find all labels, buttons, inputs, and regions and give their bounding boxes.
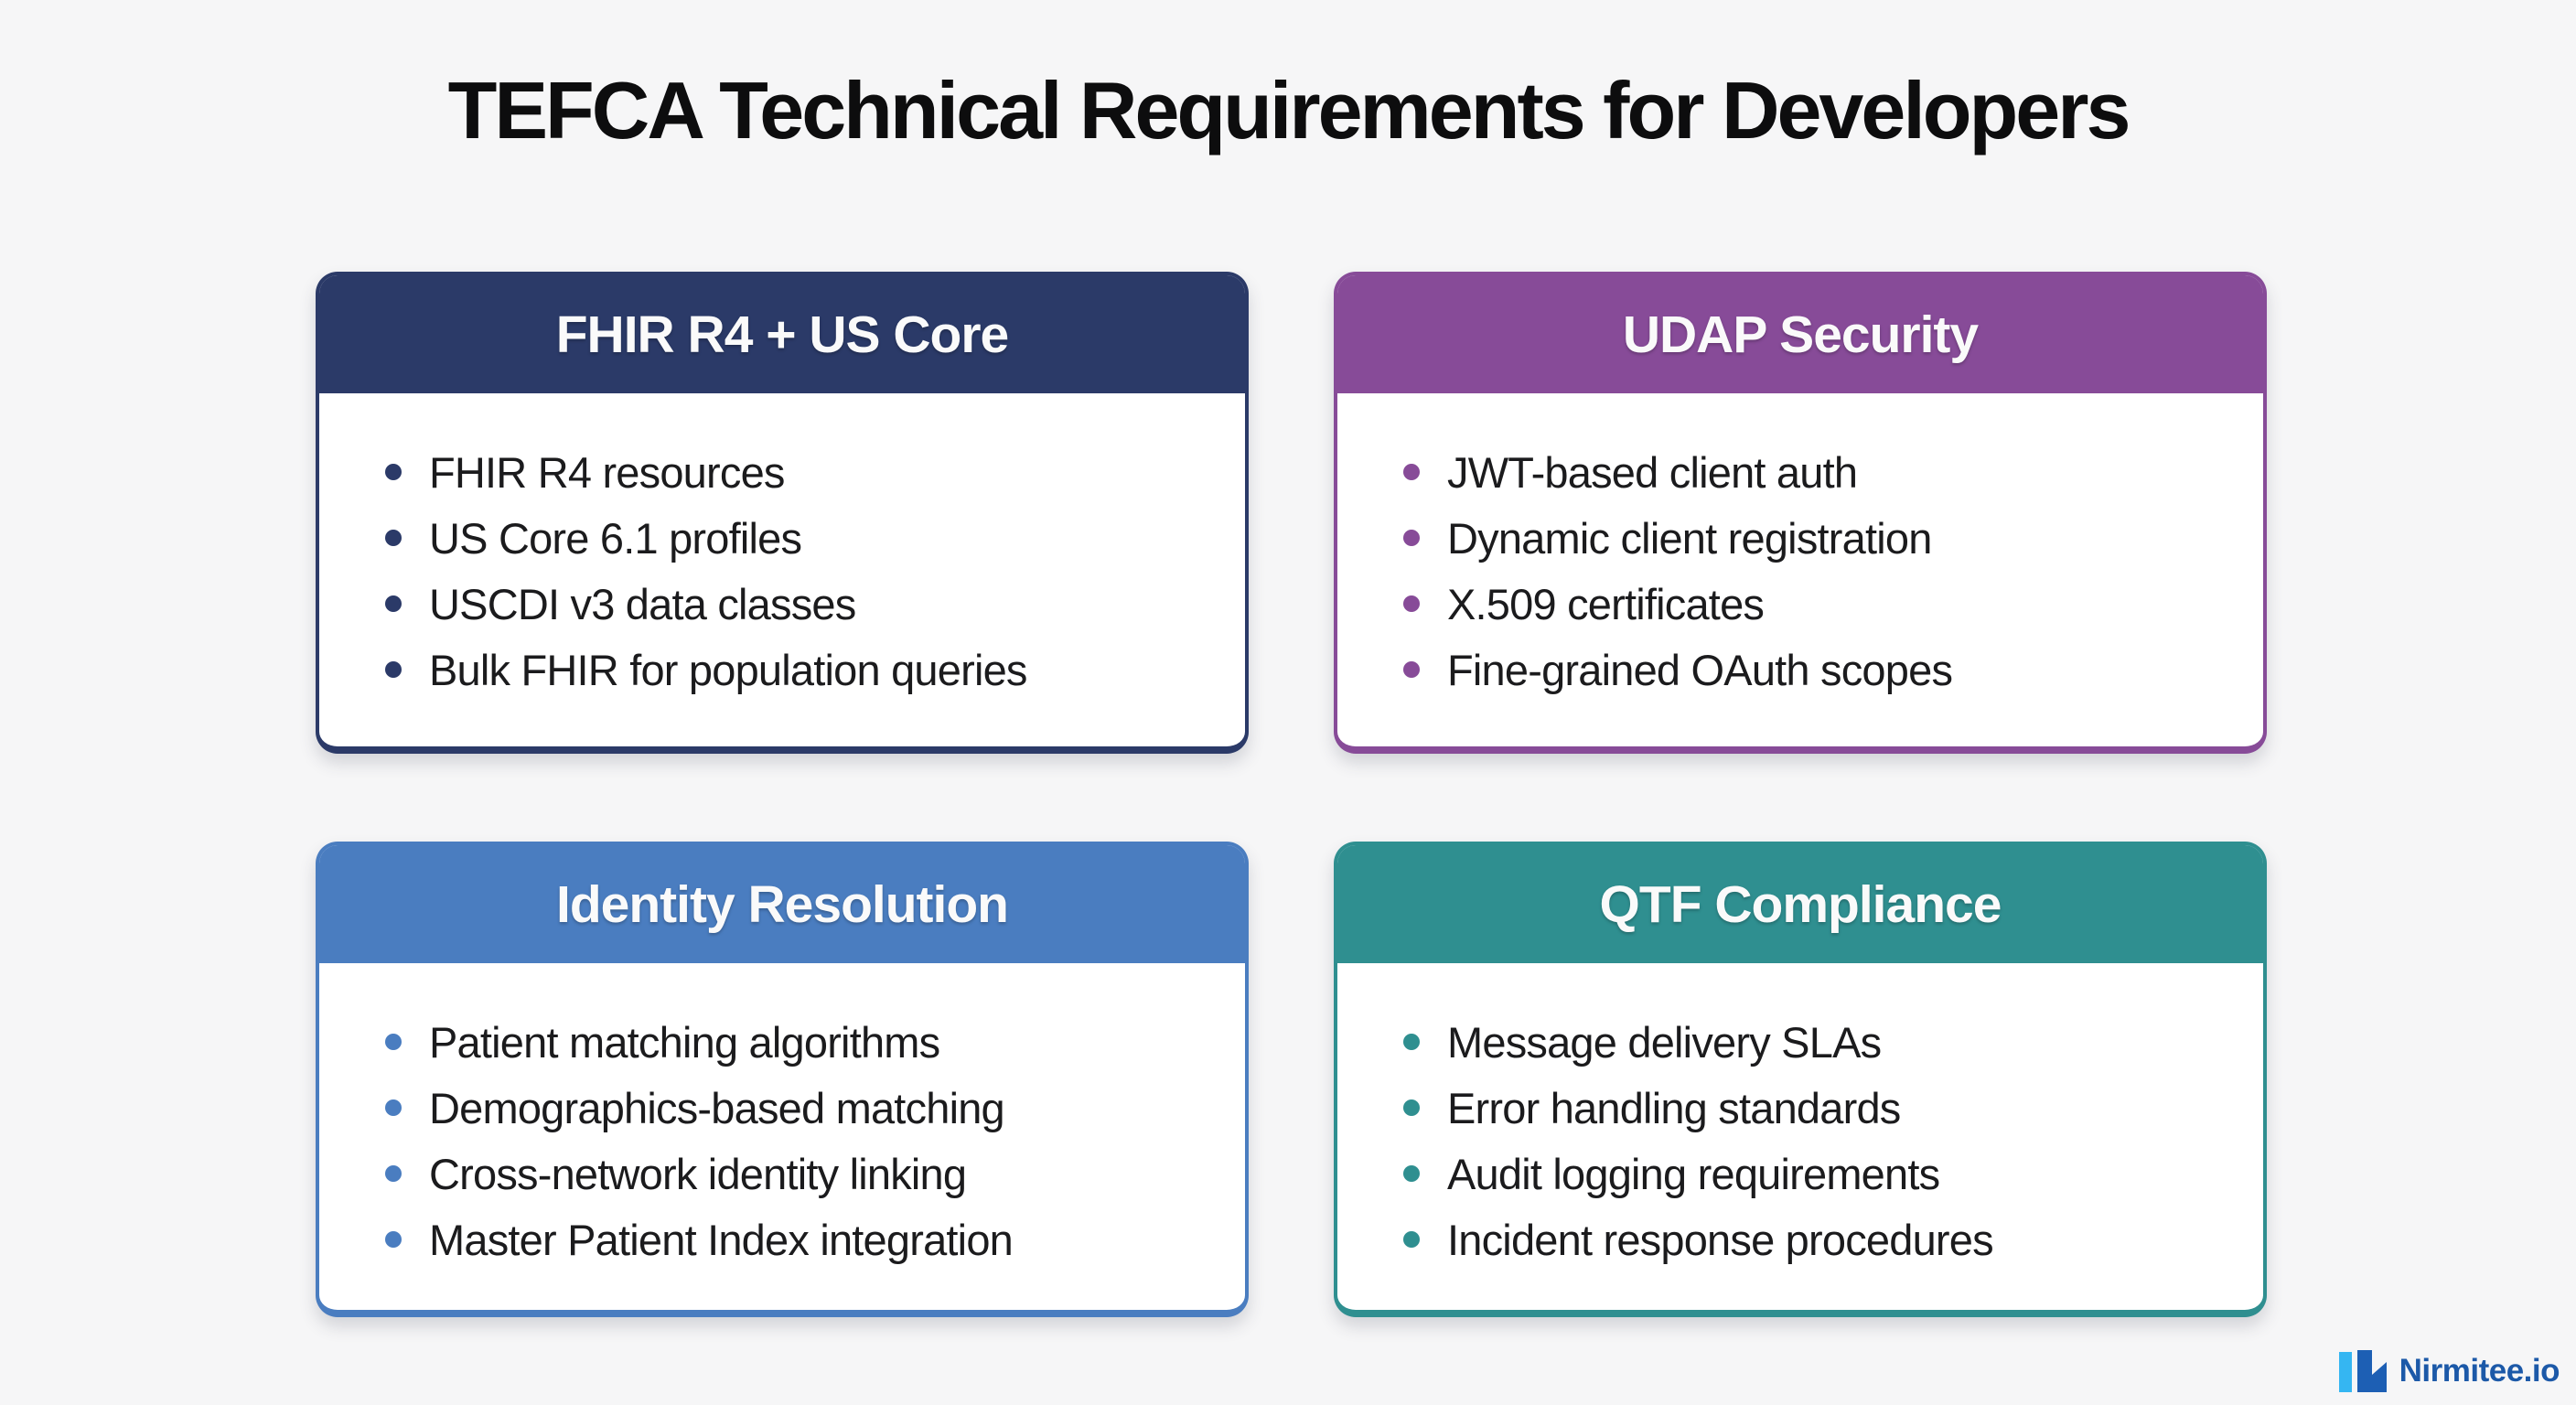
bullet-dot-icon <box>385 1099 402 1116</box>
list-item: Dynamic client registration <box>1403 505 2227 571</box>
list-item-text: USCDI v3 data classes <box>429 579 856 628</box>
bullet-dot-icon <box>1403 530 1420 546</box>
list-item: Demographics-based matching <box>385 1075 1208 1141</box>
list-item: Message delivery SLAs <box>1403 1009 2227 1075</box>
list-item-text: FHIR R4 resources <box>429 447 785 497</box>
list-item-text: Demographics-based matching <box>429 1083 1005 1132</box>
card-qtf-title: QTF Compliance <box>1599 874 2002 934</box>
list-item-text: X.509 certificates <box>1447 579 1765 628</box>
list-item-text: Audit logging requirements <box>1447 1149 1940 1198</box>
bullet-dot-icon <box>385 1034 402 1050</box>
list-item: Incident response procedures <box>1403 1207 2227 1272</box>
bullet-dot-icon <box>1403 661 1420 678</box>
list-item: X.509 certificates <box>1403 571 2227 637</box>
list-item: JWT-based client auth <box>1403 439 2227 505</box>
list-item: USCDI v3 data classes <box>385 571 1208 637</box>
list-item: Patient matching algorithms <box>385 1009 1208 1075</box>
bullet-dot-icon <box>1403 1165 1420 1182</box>
brand-name: Nirmitee.io <box>2399 1353 2560 1389</box>
list-item: Audit logging requirements <box>1403 1141 2227 1207</box>
list-item-text: Incident response procedures <box>1447 1215 1994 1264</box>
bullet-dot-icon <box>385 530 402 546</box>
card-qtf-compliance: QTF Compliance Message delivery SLAs Err… <box>1334 842 2267 1317</box>
nirmitee-logo-icon <box>2338 1350 2387 1392</box>
list-item-text: JWT-based client auth <box>1447 447 1858 497</box>
bullet-dot-icon <box>385 661 402 678</box>
bullet-dot-icon <box>1403 464 1420 480</box>
card-fhir-title: FHIR R4 + US Core <box>555 305 1010 364</box>
list-item-text: Master Patient Index integration <box>429 1215 1014 1264</box>
list-item: Cross-network identity linking <box>385 1141 1208 1207</box>
bullet-dot-icon <box>1403 1034 1420 1050</box>
bullet-dot-icon <box>385 1231 402 1248</box>
list-item-text: Bulk FHIR for population queries <box>429 645 1027 694</box>
page-title: TEFCA Technical Requirements for Develop… <box>447 65 2131 156</box>
list-item: Error handling standards <box>1403 1075 2227 1141</box>
brand-logo: Nirmitee.io <box>2338 1350 2560 1392</box>
list-item-text: Cross-network identity linking <box>429 1149 967 1198</box>
bullet-dot-icon <box>385 464 402 480</box>
list-item-text: Error handling standards <box>1447 1083 1901 1132</box>
bullet-dot-icon <box>1403 1099 1420 1116</box>
card-udap-body: JWT-based client auth Dynamic client reg… <box>1337 393 2263 702</box>
list-item-text: Dynamic client registration <box>1447 513 1932 563</box>
list-item-text: US Core 6.1 profiles <box>429 513 802 563</box>
card-identity-resolution: Identity Resolution Patient matching alg… <box>316 842 1249 1317</box>
list-item: Fine-grained OAuth scopes <box>1403 637 2227 702</box>
bullet-dot-icon <box>385 595 402 612</box>
card-identity-title: Identity Resolution <box>556 874 1009 934</box>
card-fhir-header: FHIR R4 + US Core <box>319 275 1245 393</box>
card-udap-header: UDAP Security <box>1337 275 2263 393</box>
list-item: FHIR R4 resources <box>385 439 1208 505</box>
card-fhir-r4-us-core: FHIR R4 + US Core FHIR R4 resources US C… <box>316 272 1249 754</box>
card-qtf-header: QTF Compliance <box>1337 845 2263 963</box>
bullet-dot-icon <box>1403 595 1420 612</box>
card-identity-header: Identity Resolution <box>319 845 1245 963</box>
card-udap-title: UDAP Security <box>1622 305 1979 364</box>
card-identity-body: Patient matching algorithms Demographics… <box>319 963 1245 1272</box>
list-item-text: Fine-grained OAuth scopes <box>1447 645 1953 694</box>
card-udap-security: UDAP Security JWT-based client auth Dyna… <box>1334 272 2267 754</box>
card-fhir-body: FHIR R4 resources US Core 6.1 profiles U… <box>319 393 1245 702</box>
bullet-dot-icon <box>385 1165 402 1182</box>
list-item: US Core 6.1 profiles <box>385 505 1208 571</box>
card-qtf-body: Message delivery SLAs Error handling sta… <box>1337 963 2263 1272</box>
list-item-text: Patient matching algorithms <box>429 1017 940 1067</box>
list-item: Master Patient Index integration <box>385 1207 1208 1272</box>
list-item-text: Message delivery SLAs <box>1447 1017 1882 1067</box>
list-item: Bulk FHIR for population queries <box>385 637 1208 702</box>
bullet-dot-icon <box>1403 1231 1420 1248</box>
